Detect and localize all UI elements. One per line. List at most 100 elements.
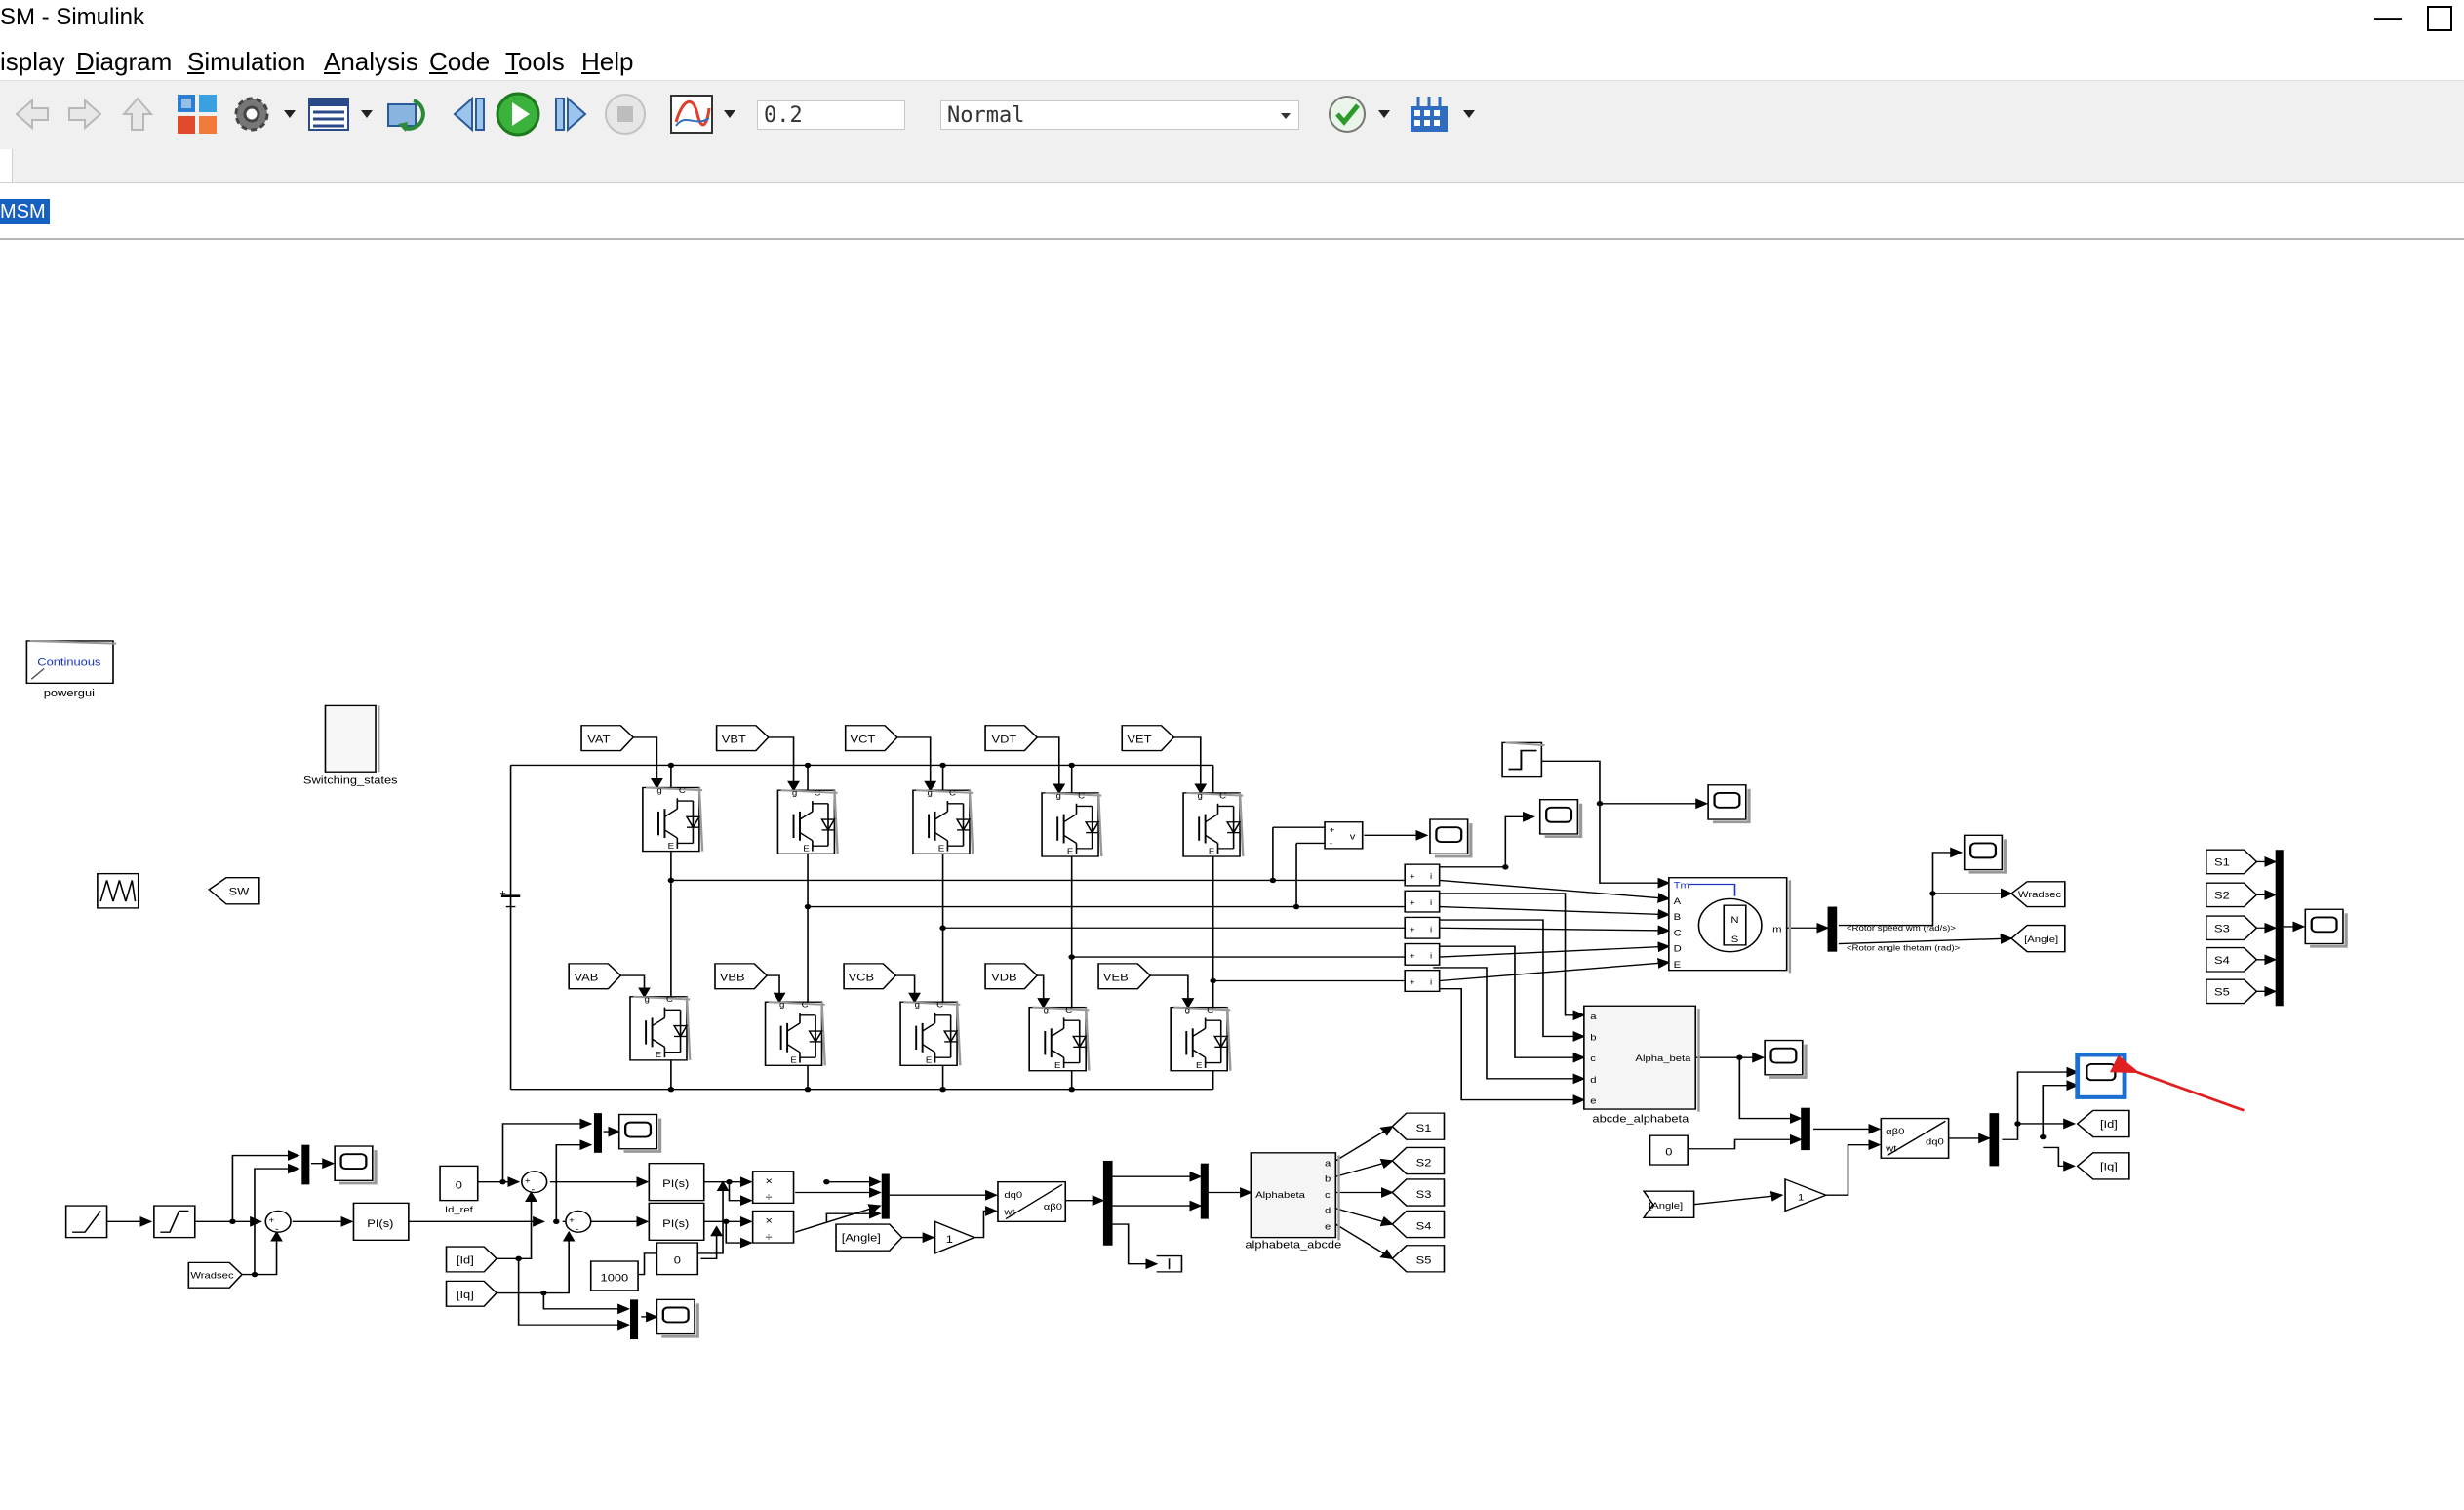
run-icon[interactable] [494,92,542,137]
terminator[interactable] [1156,1254,1183,1273]
minimize-button[interactable]: — [2374,1,2402,31]
alphabeta-abcde-block[interactable]: Alphabeta a b c d e alphabeta_abcde [1245,1152,1342,1251]
step-back-icon[interactable] [445,93,492,136]
abcde-alphabeta-block[interactable]: a b c d e Alpha_beta abcde_alphabeta [1583,1005,1700,1125]
goto-sw[interactable]: SW [208,877,260,905]
menu-simulation[interactable]: Simulation [187,47,306,76]
breadcrumb[interactable]: MSM [0,199,50,224]
dc-voltage-source[interactable]: + [499,889,521,908]
model-canvas[interactable]: + Continuous powergui Switching_states S… [0,240,2464,1510]
mux-alpha-beta[interactable] [1801,1107,1810,1151]
upper-goto-tags[interactable]: VAT VBT VCT VDT VET [580,725,1175,752]
menu-analysis[interactable]: Analysis [324,47,418,76]
mux-switch-states[interactable] [2275,850,2284,1007]
goto-wradsec[interactable]: Wradsec [2009,881,2066,908]
powergui-block[interactable]: Continuous powergui [25,639,117,699]
scope-voltage[interactable] [1428,817,1473,859]
update-diagram-icon[interactable] [382,93,435,136]
mux-vdq[interactable] [881,1173,890,1219]
triangle-generator-block[interactable] [97,872,139,909]
gain-one-right[interactable]: 1 [1784,1177,1828,1212]
pi-speed-block[interactable]: PI(s) [352,1202,410,1242]
model-advisor-icon[interactable] [1325,93,1370,136]
from-angle-left[interactable]: [Angle] [835,1223,903,1252]
mux-dq-ref[interactable] [593,1113,603,1153]
from-s-tags[interactable]: S1 S2 S3 S4 S5 [2205,849,2258,1005]
voltage-measurement-block[interactable]: + - v [1324,821,1364,850]
scope-currents[interactable] [1538,798,1583,840]
dq-to-alphabeta-block[interactable]: dq0 wt αβ0 [997,1180,1067,1223]
constant-zero-right[interactable]: 0 [1649,1134,1689,1166]
gain-1000[interactable]: 1000 [589,1260,639,1291]
maximize-button[interactable] [2417,6,2456,33]
stop-time-input[interactable]: 0.2 [757,100,905,130]
explorer-toggle[interactable] [0,149,13,182]
sum-iq[interactable]: + - [565,1210,592,1235]
goto-id[interactable]: [Id] [2076,1109,2130,1138]
scope-switch-states[interactable] [2303,907,2348,950]
pi-iq-block[interactable]: PI(s) [648,1202,705,1242]
up-icon[interactable] [115,93,160,136]
scope-idq-selected[interactable] [2075,1053,2127,1099]
product-iq[interactable]: × ÷ [751,1210,795,1244]
gain-one-left[interactable]: 1 [934,1220,976,1254]
stop-icon[interactable] [601,93,650,136]
from-id[interactable]: [Id] [445,1246,498,1273]
mux-speed[interactable] [301,1144,310,1185]
sum-speed[interactable]: + - [264,1210,292,1235]
step-forward-icon[interactable] [548,93,595,136]
library-browser-icon[interactable] [174,93,220,136]
goto-angle[interactable]: [Angle] [2009,924,2066,953]
from-angle-right[interactable]: [Angle] [1642,1190,1695,1218]
menu-code[interactable]: Code [429,47,491,76]
bus-selector[interactable]: <Rotor speed wm (rad/s)> <Rotor angle th… [1827,906,1961,953]
ramp-block[interactable] [64,1205,108,1239]
menu-tools[interactable]: Tools [505,47,565,76]
sum-id[interactable]: + - [521,1171,548,1195]
from-iq[interactable]: [Iq] [445,1280,498,1307]
from-wradsec[interactable]: Wradsec [187,1261,244,1289]
data-inspector-icon[interactable] [665,93,718,136]
goto-iq[interactable]: [Iq] [2076,1152,2130,1180]
demux-alphabeta[interactable] [1102,1160,1113,1246]
current-measurement-blocks[interactable]: +i +i +i +i +i [1404,863,1441,993]
scope-dq-ref[interactable] [617,1112,662,1155]
demux-dq[interactable] [1989,1113,2000,1167]
goto-s-tags[interactable]: S1 S2 S3 S4 S5 [1391,1112,1446,1273]
forward-icon[interactable] [62,93,107,136]
menu-help[interactable]: Help [581,47,634,76]
product-id[interactable]: × ÷ [751,1171,795,1205]
scope-dq-feedback[interactable] [655,1297,699,1340]
model-config-icon[interactable] [228,93,275,136]
back-icon[interactable] [10,93,55,136]
saturation-block[interactable] [153,1205,196,1239]
build-icon[interactable] [1405,93,1453,136]
scope-step[interactable] [1706,783,1751,825]
step-block[interactable] [1501,741,1545,778]
menu-display[interactable]: isplay [0,47,65,76]
menu-diagram[interactable]: Diagram [76,47,173,76]
constant-zero-left[interactable]: 0 [656,1242,699,1276]
mux-alphabeta[interactable] [1200,1163,1209,1219]
pi-id-block[interactable]: PI(s) [648,1162,705,1202]
pmsm-motor-block[interactable]: Tm A B C D E m N S [1668,877,1792,974]
simulation-mode-select[interactable]: Normal [940,100,1299,130]
switching-states-block[interactable]: Switching_states [303,704,398,786]
mux-dq-feedback[interactable] [629,1299,639,1340]
lower-goto-tags[interactable]: VAB VBB VCB VDB VEB [568,963,1152,990]
scope-speed[interactable] [1963,833,2007,876]
constant-id-ref[interactable]: 0 Id_ref [439,1165,479,1215]
scope-speed-loop[interactable] [333,1144,378,1186]
alphabeta-to-dq-block[interactable]: αβ0 wt dq0 [1880,1117,1950,1159]
model-explorer-icon[interactable] [304,93,353,136]
